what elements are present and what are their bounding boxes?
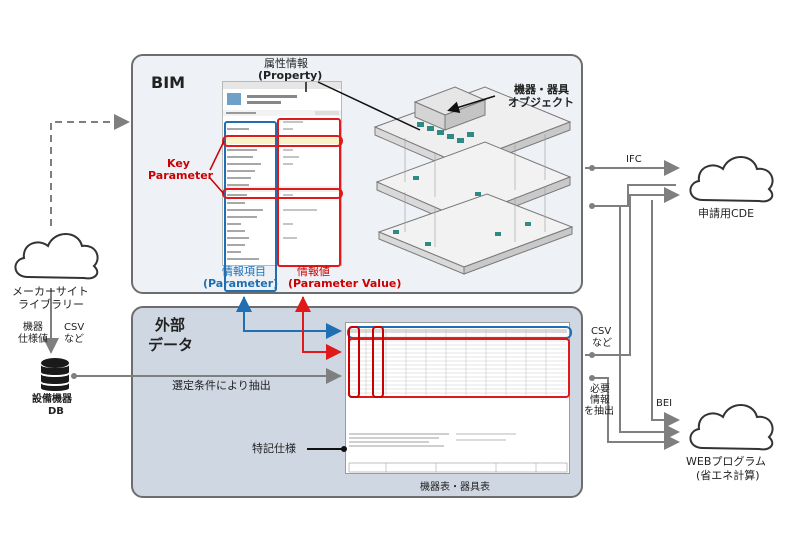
cde-cloud-icon — [689, 156, 774, 203]
web-program-cloud-icon — [689, 404, 774, 451]
spec-label-1: 機器 — [23, 322, 43, 333]
db-label-2: DB — [48, 406, 64, 417]
extract-info-label-1: 必要 — [590, 384, 610, 395]
csv-label-2: など — [64, 334, 84, 345]
table-caption: 機器表・器具表 — [420, 482, 490, 493]
spec-label-2: 仕様値 — [18, 334, 48, 345]
web-program-label-1: WEBプログラム — [686, 455, 767, 468]
external-title-1: 外部 — [155, 316, 186, 334]
parameter-label: 情報項目 — [222, 265, 266, 278]
property-label: 属性情報 — [264, 57, 308, 70]
external-title-2: データ — [148, 336, 194, 354]
maker-cloud-label-1: メーカーサイト — [12, 285, 89, 298]
key-parameter-label-1: Key — [167, 157, 190, 170]
extract-info-label-3: を抽出 — [584, 406, 614, 417]
key-parameter-row-1 — [222, 135, 343, 147]
sheet-key-col-2 — [372, 326, 384, 398]
object-label-2: オブジェクト — [508, 96, 574, 109]
csv-label-1: CSV — [64, 322, 85, 333]
extract-condition-label: 選定条件により抽出 — [172, 379, 271, 392]
property-label-en: (Property) — [258, 69, 323, 82]
key-parameter-label-2: Parameter — [148, 169, 214, 182]
equipment-table-content — [348, 329, 568, 473]
special-spec-label: 特記仕様 — [252, 442, 296, 455]
maker-site-cloud-icon — [14, 233, 99, 280]
cde-label: 申請用CDE — [698, 207, 755, 220]
object-label-1: 機器・器具 — [514, 83, 569, 96]
bei-label: BEI — [656, 398, 673, 409]
right-csv-label-2: など — [592, 338, 612, 349]
maker-cloud-label-2: ライブラリー — [18, 298, 84, 311]
right-csv-label-1: CSV — [591, 326, 612, 337]
value-label-en: (Parameter Value) — [288, 277, 402, 290]
building-3d-model — [373, 86, 574, 275]
extract-info-label-2: 情報 — [590, 395, 610, 406]
parameter-label-en: (Parameter) — [203, 277, 279, 290]
parameter-highlight — [224, 121, 277, 292]
property-panel — [222, 81, 342, 266]
database-icon — [41, 358, 69, 391]
ifc-label: IFC — [626, 154, 642, 165]
db-label-1: 設備機器 — [32, 394, 72, 405]
value-label: 情報値 — [297, 265, 330, 278]
sheet-key-col-1 — [348, 326, 360, 398]
bim-title: BIM — [151, 73, 186, 92]
web-program-label-2: (省エネ計算) — [696, 469, 760, 482]
